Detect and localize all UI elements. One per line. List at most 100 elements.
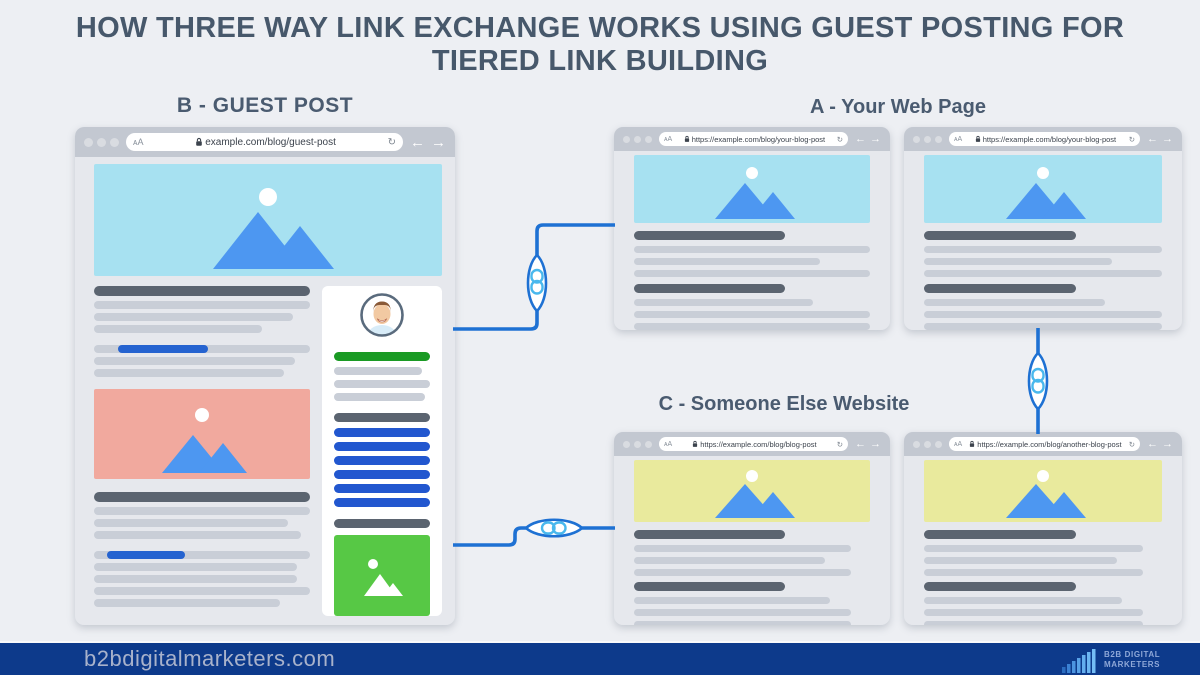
bar-chart-logo-icon (1062, 649, 1096, 673)
link-line-placeholder[interactable] (94, 551, 310, 559)
url-text: example.com/blog/guest-post (205, 136, 336, 148)
section-label-guest-post: B - GUEST POST (176, 94, 354, 117)
forward-arrow-icon[interactable]: → (1162, 438, 1173, 450)
lock-icon (196, 137, 203, 146)
text-line-placeholder (334, 367, 423, 375)
link-line-placeholder[interactable] (334, 456, 430, 465)
lock-icon (684, 135, 689, 142)
mountain-image-icon (364, 558, 403, 596)
mountain-image-icon (1006, 167, 1086, 219)
text-size-icon[interactable]: ᴀA (664, 440, 673, 448)
text-line-placeholder (634, 621, 852, 625)
text-line-placeholder (924, 545, 1143, 552)
back-arrow-icon[interactable]: ← (855, 438, 866, 450)
text-line-placeholder (94, 325, 263, 333)
text-line-placeholder (634, 299, 814, 306)
browser-window-your-page-right: ᴀA https://example.com/blog/your-blog-po… (904, 127, 1182, 330)
article-column (94, 286, 310, 616)
text-line-placeholder (94, 369, 285, 377)
text-size-icon[interactable]: ᴀA (954, 135, 963, 143)
text-line-placeholder (634, 557, 826, 564)
link-line-placeholder[interactable] (334, 484, 430, 493)
text-line-placeholder (924, 270, 1162, 277)
text-line-placeholder (924, 609, 1143, 616)
back-arrow-icon[interactable]: ← (855, 133, 866, 145)
heading-placeholder (634, 582, 786, 591)
text-line-placeholder (634, 258, 821, 265)
link-line-placeholder[interactable] (334, 428, 430, 437)
text-line-placeholder (924, 569, 1143, 576)
text-line-placeholder (94, 507, 310, 515)
section-label-someone-else-website: C - Someone Else Website (658, 393, 910, 415)
url-text: https://example.com/blog/your-blog-post (691, 134, 826, 144)
heading-placeholder (94, 286, 310, 296)
link-line-placeholder[interactable] (94, 345, 310, 353)
link-line-placeholder[interactable] (334, 498, 430, 507)
footer-website-link[interactable]: b2bdigitalmarketers.com (84, 646, 336, 671)
article-image-placeholder (94, 389, 310, 479)
browser-window-someone-else-left: ᴀA https://example.com/blog/blog-post ↻ … (614, 432, 890, 625)
lock-icon (693, 440, 698, 447)
refresh-icon[interactable]: ↻ (836, 134, 843, 144)
forward-arrow-icon[interactable]: → (1162, 133, 1173, 145)
page-title-line1: HOW THREE WAY LINK EXCHANGE WORKS USING … (75, 12, 1125, 44)
hero-image-placeholder (634, 155, 870, 223)
back-arrow-icon[interactable]: ← (1147, 438, 1158, 450)
text-line-placeholder (94, 563, 298, 571)
forward-arrow-icon[interactable]: → (431, 133, 446, 151)
link-line-placeholder[interactable] (334, 470, 430, 479)
text-size-icon[interactable]: ᴀA (954, 440, 963, 448)
text-line-placeholder (94, 575, 298, 583)
section-label-your-web-page: A - Your Web Page (810, 96, 986, 118)
address-bar[interactable]: ᴀA https://example.com/blog/blog-post ↻ (659, 437, 848, 451)
address-bar[interactable]: ᴀA example.com/blog/guest-post ↻ (126, 133, 403, 151)
heading-placeholder (94, 492, 310, 502)
heading-placeholder (334, 519, 430, 528)
window-control-dots[interactable] (913, 135, 942, 143)
hero-image-placeholder (634, 460, 870, 522)
mountain-image-icon (162, 408, 247, 473)
address-bar[interactable]: ᴀA https://example.com/blog/another-blog… (949, 437, 1140, 451)
text-line-placeholder (634, 545, 852, 552)
back-arrow-icon[interactable]: ← (1147, 133, 1158, 145)
text-line-placeholder (924, 299, 1105, 306)
heading-placeholder (634, 284, 786, 293)
link-line-placeholder[interactable] (334, 442, 430, 451)
text-line-placeholder (94, 301, 310, 309)
window-control-dots[interactable] (623, 440, 652, 448)
window-control-dots[interactable] (623, 135, 652, 143)
text-line-placeholder (924, 621, 1143, 625)
heading-placeholder (924, 530, 1077, 539)
lock-icon (975, 135, 980, 142)
mountain-image-icon (715, 470, 795, 518)
window-control-dots[interactable] (84, 137, 119, 147)
text-size-icon[interactable]: ᴀA (664, 135, 673, 143)
text-line-placeholder (634, 609, 852, 616)
text-line-placeholder (634, 597, 830, 604)
back-arrow-icon[interactable]: ← (410, 133, 425, 151)
browser-chrome: ᴀA https://example.com/blog/another-blog… (904, 432, 1182, 456)
text-size-icon[interactable]: ᴀA (133, 137, 144, 147)
forward-arrow-icon[interactable]: → (870, 133, 881, 145)
refresh-icon[interactable]: ↻ (1128, 439, 1135, 449)
page-title-line2: TIERED LINK BUILDING (431, 45, 769, 77)
connector-a-to-c (1027, 328, 1049, 434)
browser-chrome: ᴀA https://example.com/blog/your-blog-po… (614, 127, 890, 151)
address-bar[interactable]: ᴀA https://example.com/blog/your-blog-po… (659, 132, 848, 146)
window-control-dots[interactable] (913, 440, 942, 448)
sidebar-image-placeholder (334, 535, 430, 616)
connector-b-to-c (453, 518, 615, 547)
text-line-placeholder (334, 380, 430, 388)
text-line-placeholder (94, 587, 310, 595)
link-icon (540, 521, 567, 535)
heading-placeholder (924, 582, 1077, 591)
connector-b-to-a (453, 223, 615, 331)
browser-window-guest-post: ᴀA example.com/blog/guest-post ↻ ← → (75, 127, 455, 625)
forward-arrow-icon[interactable]: → (870, 438, 881, 450)
text-line-placeholder (924, 258, 1113, 265)
refresh-icon[interactable]: ↻ (1128, 134, 1135, 144)
address-bar[interactable]: ᴀA https://example.com/blog/your-blog-po… (949, 132, 1140, 146)
mountain-image-icon (213, 188, 334, 269)
refresh-icon[interactable]: ↻ (387, 136, 396, 148)
refresh-icon[interactable]: ↻ (836, 439, 843, 449)
